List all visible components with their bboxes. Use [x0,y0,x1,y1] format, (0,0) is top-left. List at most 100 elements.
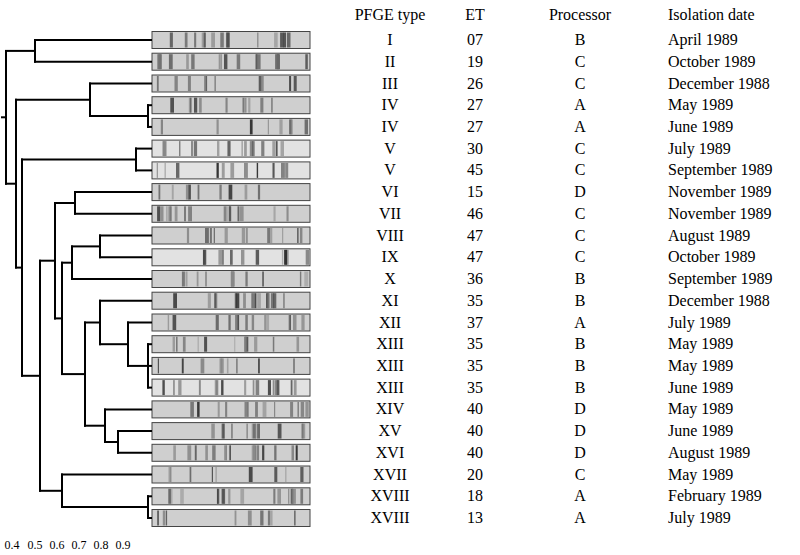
et-cell: 35 [467,357,483,375]
processor-cell: B [575,292,586,310]
gel-band [253,380,255,395]
gel-band [249,467,253,482]
gel-band [231,424,232,439]
gel-band [252,424,253,439]
gel-band [290,402,293,417]
gel-band [204,337,207,352]
gel-lane [152,162,310,179]
gel-band [159,54,162,69]
date-cell: July 1989 [668,509,731,527]
gel-band [268,511,271,526]
gel-band [168,489,171,504]
dendrogram-branch [105,408,151,410]
gel-band [157,511,159,526]
dendrogram-branch [40,260,55,262]
axis-tick-label: 0.9 [116,538,131,552]
pfge-type-cell: XVI [376,444,404,462]
gel-band [170,98,174,113]
gel-band [246,228,248,243]
gel-band [255,424,256,439]
column-header: Processor [549,6,611,24]
gel-band [208,293,211,308]
gel-band [183,337,186,352]
date-cell: October 1989 [668,248,756,266]
gel-band [214,293,216,308]
gel-band [247,424,248,439]
gel-lane [152,488,310,505]
gel-band [157,76,159,91]
processor-cell: C [575,248,586,266]
gel-lane [152,379,310,396]
gel-band [199,380,201,395]
gel-band [224,206,226,221]
gel-band [288,250,289,265]
dendrogram-branch [22,375,40,377]
date-cell: May 1989 [668,400,733,418]
pfge-type-cell: VII [379,205,401,223]
gel-band [291,119,293,134]
gel-band [275,54,279,69]
gel-band [290,315,291,330]
date-cell: November 1989 [668,183,772,201]
et-cell: 20 [467,466,483,484]
gel-band [203,250,207,265]
gel-lane [152,401,310,418]
gel-band [219,185,221,200]
dendrogram-branch [100,300,151,302]
et-cell: 40 [467,444,483,462]
processor-cell: D [574,444,586,462]
gel-band [228,315,230,330]
dendrogram-branch [100,256,151,258]
gel-band [300,489,303,504]
axis-tick-label: 0.6 [50,538,65,552]
dendrogram-branch [100,235,151,237]
et-cell: 35 [467,292,483,310]
gel-band [159,185,161,200]
gel-band [245,98,247,113]
gel-band [171,489,173,504]
gel-lane [152,314,310,331]
dendrogram-branch [118,452,151,454]
gel-band [190,467,192,482]
dendrogram-branch [55,202,75,204]
gel-band [284,250,287,265]
et-cell: 46 [467,205,483,223]
gel-band [169,467,172,482]
gel-band [274,206,276,221]
date-cell: August 1989 [668,444,750,462]
gel-band [277,489,281,504]
gel-band [191,54,194,69]
gel-band [236,293,240,308]
processor-cell: C [575,466,586,484]
axis-tick-label: 0.5 [28,538,43,552]
gel-band [280,33,283,48]
gel-band [294,511,296,526]
gel-band [189,98,191,113]
gel-band [197,402,200,417]
gel-lane [152,423,310,440]
gel-band [168,206,171,221]
gel-band [256,250,259,265]
gel-band [278,424,282,439]
gel-band [166,206,167,221]
dendrogram-branch [2,116,6,118]
gel-band [271,98,272,113]
processor-cell: B [575,335,586,353]
gel-band [229,185,233,200]
gel-band [245,315,248,330]
gel-lane [152,184,310,201]
gel-lane [152,227,310,244]
gel-band [237,54,241,69]
gel-band [224,54,227,69]
et-cell: 35 [467,379,483,397]
gel-band [235,511,237,526]
axis-tick-label: 0.8 [94,538,109,552]
gel-band [235,315,239,330]
gel-band [262,272,264,287]
pfge-type-cell: XIII [376,379,404,397]
gel-band [182,272,185,287]
gel-band [287,206,289,221]
et-cell: 30 [467,140,483,158]
gel-band [229,206,231,221]
gel-band [228,489,230,504]
